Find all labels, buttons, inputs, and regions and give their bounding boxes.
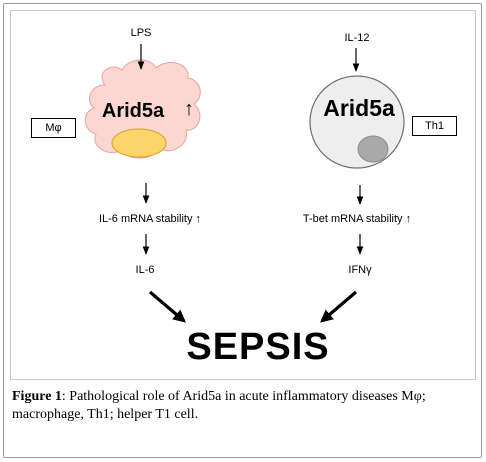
arrow-ifng-to-sepsis: [320, 290, 358, 323]
il6-label: IL-6: [135, 264, 155, 276]
th1-type-box: Th1: [412, 116, 457, 136]
sepsis-label: SEPSIS: [186, 326, 330, 368]
macrophage-body: [84, 59, 201, 159]
arid5a-right-label: Arid5a: [323, 95, 395, 121]
ifng-label: IFNγ: [348, 264, 372, 276]
figure-border: [3, 3, 482, 458]
caption-text: : Pathological role of Arid5a in acute i…: [12, 389, 426, 422]
macrophage-nucleus: [111, 128, 167, 158]
diagram-panel: [10, 10, 476, 380]
macrophage-type-box: Mφ: [31, 118, 76, 138]
arrow-il6-to-sepsis: [148, 290, 186, 323]
arid5a-left-label: Arid5a: [101, 100, 165, 122]
figure-caption: Figure 1: Pathological role of Arid5a in…: [12, 388, 474, 424]
up-arrow-symbol: ↑: [184, 98, 194, 120]
th1-body: [309, 75, 405, 169]
lps-label: LPS: [130, 27, 152, 39]
caption-label: Figure 1: [12, 389, 62, 404]
il6-mrna-stability-label: IL-6 mRNA stability ↑: [98, 213, 202, 225]
il12-label: IL-12: [344, 32, 370, 44]
th1-nucleus: [357, 135, 389, 163]
tbet-mrna-stability-label: T-bet mRNA stability ↑: [302, 213, 412, 225]
macrophage-cell: [84, 59, 201, 159]
th1-cell: [309, 75, 405, 169]
